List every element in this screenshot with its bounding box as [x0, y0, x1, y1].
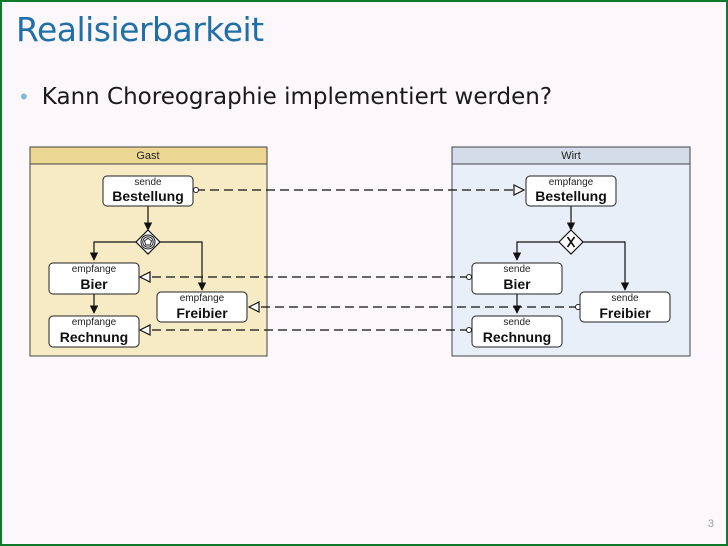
task-name-label: Bier [80, 276, 108, 292]
task-name-label: Freibier [599, 305, 651, 321]
task-kind-label: sende [611, 293, 639, 304]
flow-wirt-gateway-bier [512, 241, 560, 261]
event-based-gateway-icon [135, 229, 161, 255]
exclusive-gateway-icon [558, 229, 584, 255]
task-name-label: Freibier [176, 305, 228, 321]
task-name-label: Rechnung [483, 329, 551, 345]
task-kind-label: empfange [549, 177, 594, 188]
lane-gast-label: Gast [136, 150, 159, 162]
lane-wirt-label: Wirt [561, 150, 581, 162]
task-kind-label: empfange [72, 264, 117, 275]
task-kind-label: empfange [72, 317, 117, 328]
task-gast-rechnung: empfange Rechnung [48, 315, 140, 348]
task-name-label: Bestellung [112, 188, 184, 204]
page-number: 3 [707, 518, 714, 530]
task-wirt-bier: sende Bier [471, 262, 563, 295]
task-kind-label: empfange [180, 293, 225, 304]
message-flows [140, 190, 578, 330]
slide-title: Realisierbarkeit [16, 10, 264, 49]
lane-wirt-header [451, 146, 691, 165]
bullet-text: Kann Choreographie implementiert werden? [41, 84, 553, 110]
bullet-item: • Kann Choreographie implementiert werden… [18, 84, 552, 110]
lane-gast-header [29, 146, 268, 165]
flow-wirt-gateway-freibier [583, 241, 630, 291]
task-gast-bestellung: sende Bestellung [102, 175, 194, 207]
task-kind-label: sende [503, 317, 531, 328]
flow-gast-gateway-bier [89, 241, 137, 261]
task-name-label: Bestellung [535, 188, 607, 204]
task-kind-label: sende [134, 177, 162, 188]
task-wirt-freibier: sende Freibier [579, 291, 671, 323]
task-wirt-rechnung: sende Rechnung [471, 315, 563, 348]
task-name-label: Bier [503, 276, 531, 292]
task-wirt-bestellung: empfange Bestellung [525, 175, 617, 207]
task-gast-freibier: empfange Freibier [156, 291, 248, 323]
bullet-dot-icon: • [18, 85, 30, 109]
task-kind-label: sende [503, 264, 531, 275]
task-gast-bier: empfange Bier [48, 262, 140, 295]
task-name-label: Rechnung [60, 329, 128, 345]
